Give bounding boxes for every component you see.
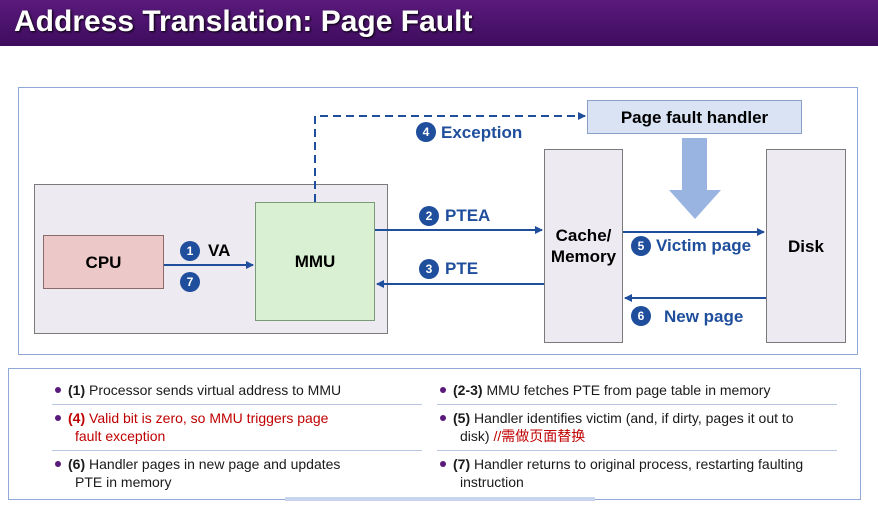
notes-divider-4 [437,450,837,451]
step-label-va: VA [208,241,231,260]
note-step-4: (4) Valid bit is zero, so MMU triggers p… [55,409,328,445]
handler-label: Page fault handler [620,107,769,127]
step-badge-6: 6 [631,306,651,326]
notes-panel [8,368,861,500]
step-badge-3: 3 [419,259,439,279]
step-label-pte: PTE [445,259,479,278]
notes-divider-2 [437,404,837,405]
note-chinese-comment: //需做页面替换 [493,428,586,444]
memory-label-line2: Memory [550,247,617,266]
page-fault-handler-box: Page fault handler [587,100,802,134]
step-badge-4: 4 [416,122,436,142]
notes-divider-3 [52,450,422,451]
step-label-exception: Exception [441,123,523,142]
step-label-victim-page: Victim page [656,236,752,255]
mmu-box: MMU [255,202,375,321]
cpu-box: CPU [43,235,164,289]
notes-divider-1 [52,404,422,405]
note-step-5: (5) Handler identifies victim (and, if d… [440,409,794,445]
note-step-6: (6) Handler pages in new page and update… [55,455,340,491]
bottom-decoration [285,497,595,501]
note-step-2-3: (2-3) MMU fetches PTE from page table in… [440,381,770,399]
note-step-7: (7) Handler returns to original process,… [440,455,803,491]
cpu-label: CPU [85,252,122,272]
memory-label-line1: Cache/ [555,226,612,245]
arrow-exception [314,112,586,202]
mmu-label: MMU [294,252,336,271]
title-bar: Address Translation: Page Fault [0,0,878,46]
handler-down-arrow [669,138,721,219]
step-label-ptea: PTEA [445,206,491,225]
page-title: Address Translation: Page Fault [14,5,473,38]
disk-box: Disk [766,149,846,343]
step-badge-5: 5 [631,236,651,256]
note-step-1: (1) Processor sends virtual address to M… [55,381,341,399]
disk-label: Disk [788,236,824,256]
step-badge-1: 1 [180,241,200,261]
step-badge-2: 2 [419,206,439,226]
step-badge-7: 7 [180,272,200,292]
step-label-new-page: New page [664,307,744,326]
cache-memory-box: Cache/Memory [544,149,623,343]
